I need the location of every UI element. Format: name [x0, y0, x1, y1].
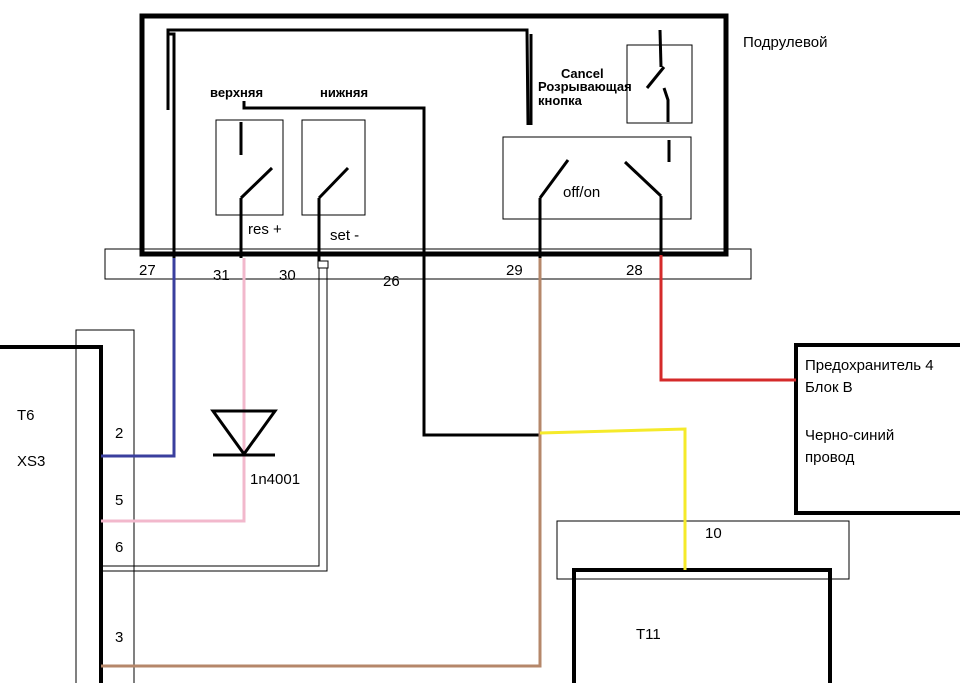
- diode-label: 1n4001: [250, 471, 300, 488]
- brown-wire: [101, 258, 542, 668]
- switch-contacts: [239, 66, 666, 200]
- pin-31-label: 31: [213, 267, 230, 284]
- steering-switch-housing: [139, 13, 729, 257]
- fuse-label-4: провод: [805, 449, 855, 466]
- off-on-label: off/on: [563, 184, 600, 201]
- fuse-label-1: Предохранитель 4: [805, 357, 934, 374]
- pin-27-label: 27: [139, 262, 156, 279]
- upper-switch-label: верхняя: [210, 85, 263, 100]
- lower-switch-label: нижняя: [320, 85, 368, 100]
- podrulevoy-label: Подрулевой: [743, 34, 828, 51]
- t6-block: [0, 345, 103, 683]
- pin-26-label: 26: [383, 273, 400, 290]
- res-switch-box: [215, 119, 284, 216]
- res-plus-label: res +: [248, 221, 282, 238]
- pin-29-label: 29: [506, 262, 523, 279]
- wire-30-to-6-outer: [101, 262, 328, 572]
- xs3-pin-3-label: 3: [115, 629, 123, 646]
- diode-symbol: [210, 409, 278, 457]
- set-switch-box: [301, 119, 366, 216]
- wire-30-cap: [317, 260, 329, 269]
- t11-block: [572, 568, 832, 683]
- set-minus-label: set -: [330, 227, 359, 244]
- fuse-box: [794, 343, 960, 515]
- xs3-pin-5-label: 5: [115, 492, 123, 509]
- xs3-pin-6-label: 6: [115, 539, 123, 556]
- offon-switch-box: [502, 136, 692, 220]
- fuse-label-2: Блок В: [805, 379, 853, 396]
- pin-28-label: 28: [626, 262, 643, 279]
- break-button-label-1: Розрывающая: [538, 79, 632, 94]
- cancel-label: Cancel: [561, 66, 604, 81]
- red-wire: [659, 255, 796, 382]
- t6-label: T6: [17, 407, 35, 424]
- pink-wire: [101, 258, 246, 523]
- break-button-label-2: кнопка: [538, 93, 583, 108]
- fuse-label-3: Черно-синий: [805, 427, 894, 444]
- t11-label: T11: [636, 626, 661, 643]
- xs3-label: XS3: [17, 453, 45, 470]
- xs3-connector-strip: [75, 329, 135, 683]
- pin-30-label: 30: [279, 267, 296, 284]
- blue-wire: [101, 258, 176, 458]
- yellow-wire: [539, 427, 687, 570]
- t11-pin-10-label: 10: [705, 525, 722, 542]
- wire-30-to-6: [101, 262, 320, 567]
- black-wires: [166, 28, 671, 437]
- xs3-pin-2-label: 2: [115, 425, 123, 442]
